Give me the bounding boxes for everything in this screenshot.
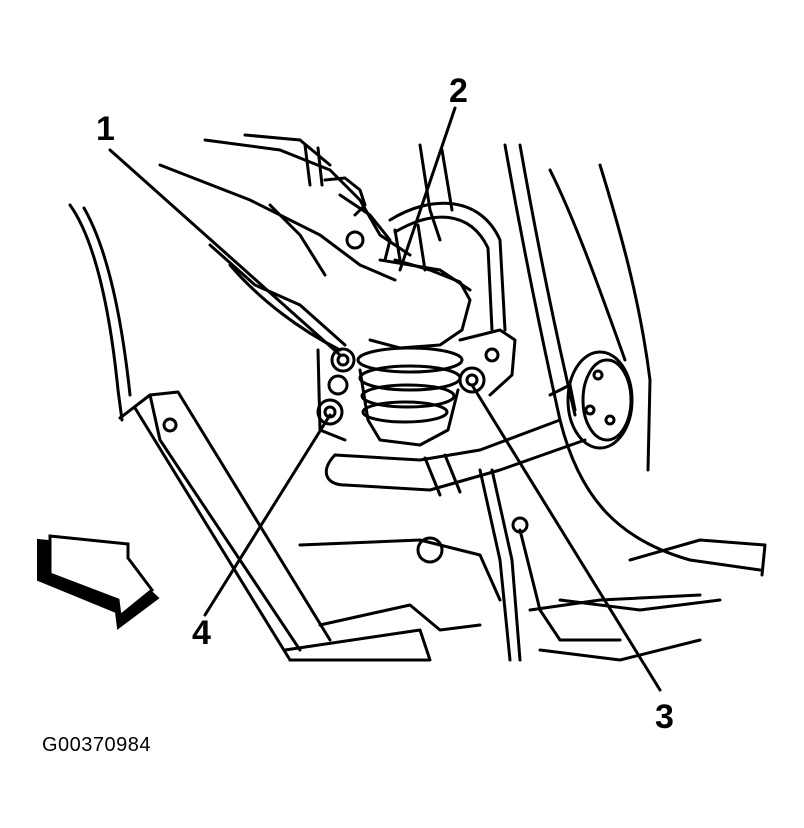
leader-1	[110, 150, 340, 355]
coil-spring	[358, 348, 462, 445]
brake-hose	[390, 203, 505, 330]
right-body-panel	[505, 145, 765, 610]
leader-lines	[110, 108, 660, 690]
callout-2: 2	[449, 72, 468, 110]
lower-frame	[285, 470, 700, 660]
leader-3	[472, 385, 660, 690]
bolt-lower-left	[318, 400, 342, 424]
strut-mount	[370, 145, 470, 348]
leader-4	[205, 415, 330, 615]
bolt-middle-left	[329, 376, 347, 394]
direction-arrow-icon	[38, 536, 158, 628]
callout-1: 1	[96, 110, 115, 148]
callout-3: 3	[655, 698, 674, 736]
left-body-panel	[70, 205, 330, 660]
axle-tube	[326, 420, 585, 495]
leader-2	[400, 108, 455, 270]
figure-id: G00370984	[42, 734, 152, 756]
control-arm	[160, 135, 410, 350]
arm-clamp	[305, 145, 390, 260]
bolt-right	[460, 368, 484, 392]
callout-4: 4	[192, 614, 211, 652]
bolt-upper-left	[332, 349, 354, 371]
